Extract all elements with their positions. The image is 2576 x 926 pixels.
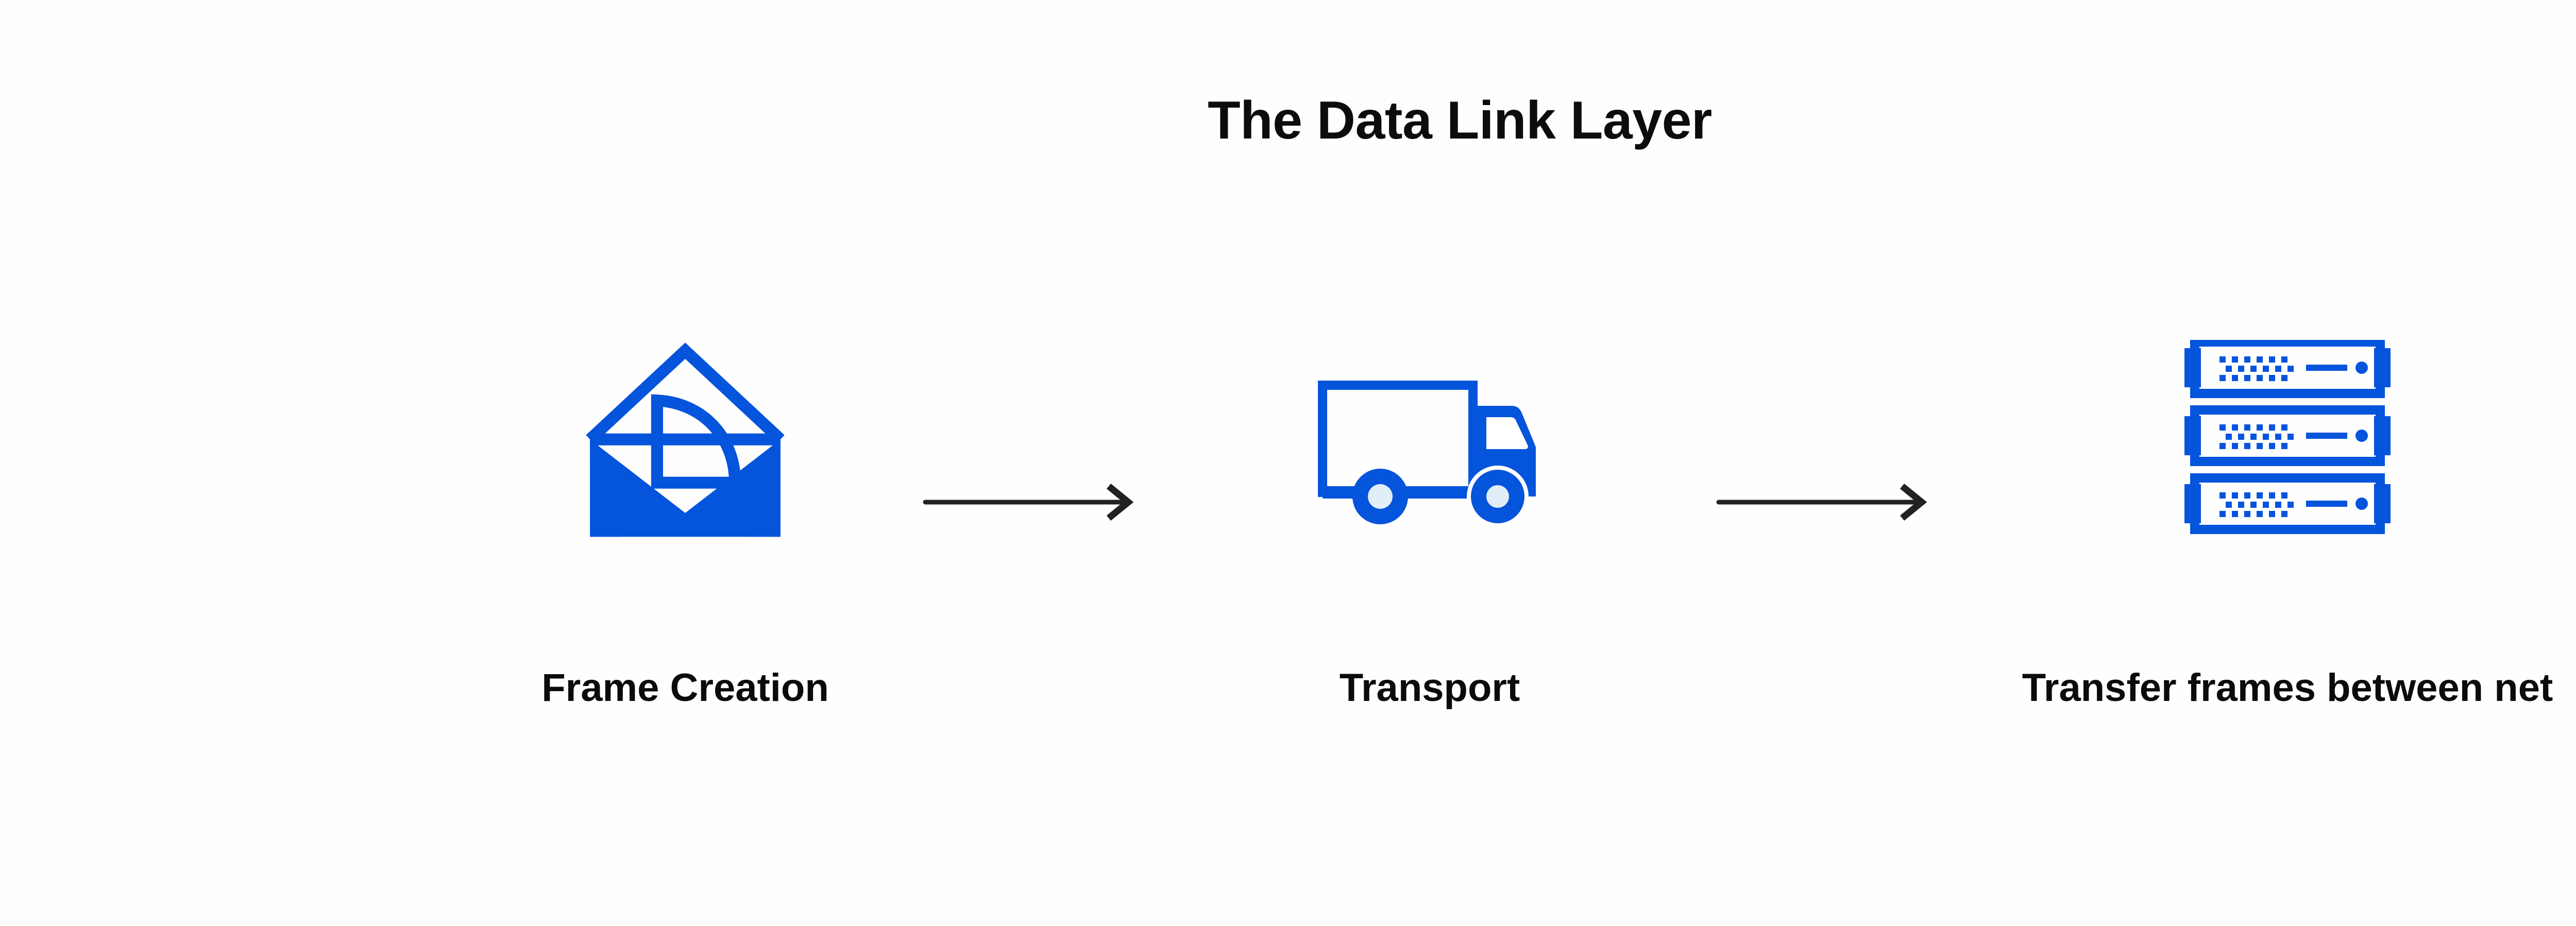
connector-arrow-2 [1716,479,1932,528]
frame-creation-icon-wrapper [392,288,979,608]
open-envelope-icon [586,342,785,537]
connector-arrow-1 [922,479,1139,528]
server-unit-1 [2184,342,2391,393]
diagram-step-frame-creation [392,288,979,608]
step-label-transfer-frames: Transfer frames between net [2022,666,2553,710]
arrow-right-icon [1716,483,1927,521]
page-title: The Data Link Layer [1208,91,1712,150]
step-label-frame-creation: Frame Creation [541,666,829,710]
diagram-step-transfer-frames [1850,288,2576,608]
arrow-right-icon [923,483,1134,521]
transfer-frames-icon-wrapper [1850,288,2576,608]
step-label-transport: Transport [1339,666,1520,710]
diagram-step-transport [1170,288,1690,608]
server-unit-2 [2184,410,2391,461]
server-unit-3 [2184,478,2391,529]
server-stack-icon [2184,340,2391,556]
delivery-truck-icon [1318,381,1536,525]
transport-icon-wrapper [1170,288,1690,608]
